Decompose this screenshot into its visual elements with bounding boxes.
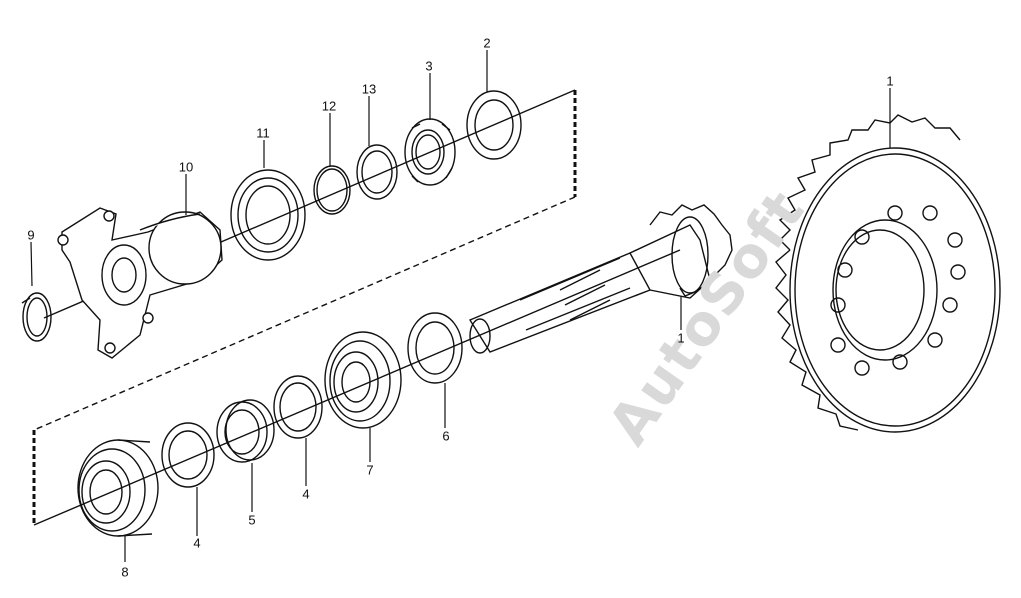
- part-4-lower-washer: [161, 422, 215, 488]
- callout-1-ring-gear: 1: [886, 73, 894, 89]
- part-10-yoke-flange: [57, 207, 223, 359]
- callout-5: 5: [248, 512, 256, 528]
- part-2-shim: [466, 90, 522, 160]
- part-6-shim: [407, 312, 463, 384]
- part-5-spacer: [216, 399, 275, 463]
- callout-4-upper: 4: [302, 486, 310, 502]
- callout-9: 9: [27, 227, 35, 243]
- part-1-pinion-shaft: [468, 204, 733, 354]
- part-4-upper-washer: [273, 375, 323, 439]
- callout-7: 7: [366, 462, 374, 478]
- callout-13: 13: [361, 81, 377, 97]
- callout-3: 3: [425, 58, 433, 74]
- part-12-o-ring: [313, 165, 351, 215]
- callout-6: 6: [442, 428, 450, 444]
- part-11-seal: [230, 169, 306, 261]
- callout-8: 8: [121, 564, 129, 580]
- callout-2: 2: [483, 35, 491, 51]
- callout-10: 10: [178, 159, 194, 175]
- callout-11: 11: [256, 125, 270, 141]
- lower-axis: [33, 249, 681, 526]
- callout-4-lower: 4: [193, 535, 201, 551]
- part-13-washer: [356, 144, 398, 200]
- part-8-bearing: [77, 439, 159, 537]
- callout-12: 12: [321, 98, 337, 114]
- frame-lines: [32, 90, 577, 525]
- part-3-slotted-nut: [404, 118, 456, 186]
- part-1-ring-gear: [775, 114, 1001, 433]
- leader-lines: [30, 50, 891, 562]
- part-7-bearing: [324, 331, 402, 429]
- callout-1-pinion: 1: [677, 330, 685, 346]
- part-9-snap-ring: [21, 292, 52, 342]
